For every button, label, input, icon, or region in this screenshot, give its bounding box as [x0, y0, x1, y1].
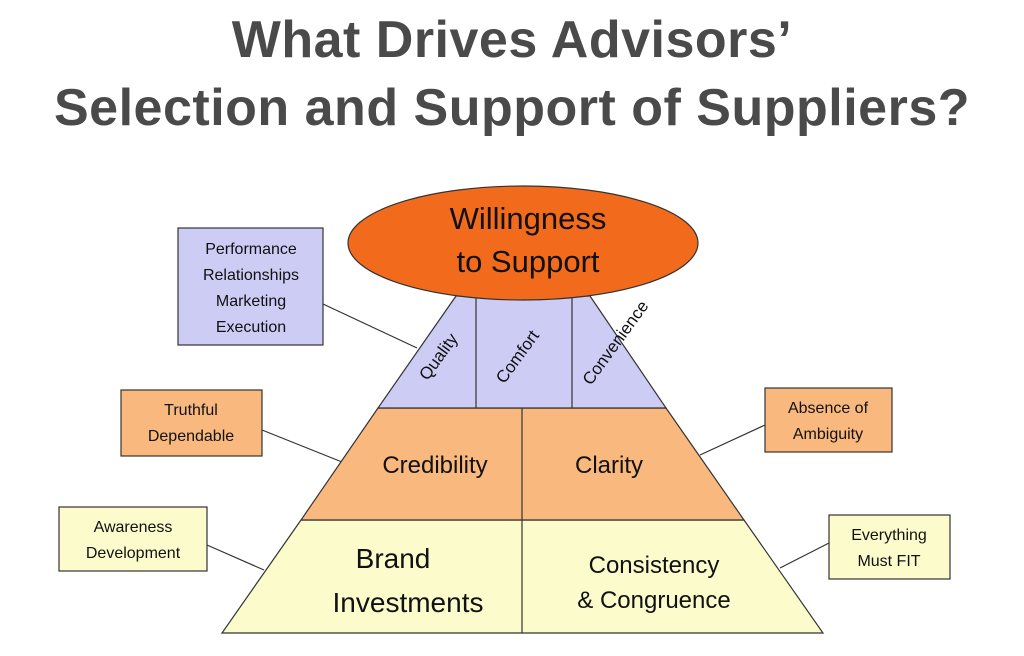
note-bottom-right-box — [828, 514, 951, 580]
connector-bottom-right — [779, 542, 830, 569]
connector-bottom-left — [206, 544, 265, 571]
label-congruence: & Congruence — [577, 587, 730, 614]
note-middle-left-line-2: Dependable — [148, 428, 234, 445]
connector-lines — [206, 303, 830, 571]
connector-middle-right — [699, 424, 766, 456]
note-bottom-left-line-1: Awareness — [94, 519, 173, 536]
label-consistency: Consistency — [589, 552, 720, 579]
page-title: What Drives Advisors’ Selection and Supp… — [0, 6, 1024, 142]
note-top-box — [177, 227, 324, 346]
title-line-1: What Drives Advisors’ — [231, 11, 793, 69]
note-top-line-2: Relationships — [203, 267, 299, 284]
note-middle-right-box — [764, 387, 893, 453]
note-middle-left-line-1: Truthful — [164, 402, 218, 419]
note-middle-right-line-1: Absence of — [788, 400, 869, 417]
label-brand: Brand — [356, 543, 431, 574]
note-bottom-right-line-1: Everything — [851, 527, 927, 544]
apex-label-line-1: Willingness — [450, 201, 607, 236]
note-bottom-left-box — [58, 506, 208, 572]
connector-top — [322, 303, 418, 349]
apex-ellipse — [347, 185, 699, 301]
label-credibility: Credibility — [382, 452, 487, 479]
note-top-line-1: Performance — [205, 241, 297, 258]
note-top-line-4: Execution — [216, 319, 286, 336]
title-line-2: Selection and Support of Suppliers? — [54, 79, 970, 137]
apex-label-line-2: to Support — [456, 244, 599, 279]
connector-middle-left — [261, 429, 343, 463]
note-top-line-3: Marketing — [216, 293, 286, 310]
note-bottom-right-line-2: Must FIT — [857, 553, 920, 570]
label-investments: Investments — [333, 587, 484, 618]
note-bottom-left-line-2: Development — [86, 545, 181, 562]
note-middle-left-box — [120, 389, 263, 457]
label-clarity: Clarity — [575, 452, 643, 479]
note-middle-right-line-2: Ambiguity — [793, 426, 863, 443]
